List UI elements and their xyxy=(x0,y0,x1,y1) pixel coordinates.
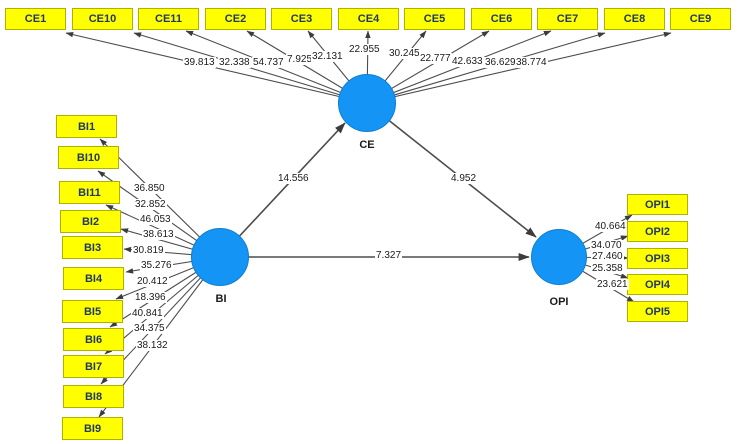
arrow-path-ce-opi[interactable] xyxy=(366,102,537,238)
construct-opi[interactable] xyxy=(531,229,587,285)
loading-value-ce4: 22.955 xyxy=(348,44,381,55)
loading-value-opi2: 34.070 xyxy=(590,240,623,251)
construct-bi[interactable] xyxy=(191,228,249,286)
loading-value-bi8: 34.375 xyxy=(133,323,166,334)
loading-value-bi4: 35.276 xyxy=(140,260,173,271)
loading-value-ce9: 38.774 xyxy=(515,57,548,68)
indicator-ce6[interactable]: CE6 xyxy=(471,8,532,30)
arrow-ce-ce8[interactable] xyxy=(366,32,606,104)
loading-value-bi6: 18.396 xyxy=(134,292,167,303)
construct-opi-label: OPI xyxy=(549,296,569,308)
indicator-bi1[interactable]: BI1 xyxy=(56,115,117,138)
construct-bi-label: BI xyxy=(215,293,227,305)
loading-value-bi11: 46.053 xyxy=(139,214,172,225)
indicator-ce8[interactable]: CE8 xyxy=(604,8,665,30)
loading-value-ce6: 22.777 xyxy=(419,53,452,64)
loading-value-bi2: 38.613 xyxy=(142,229,175,240)
loading-value-opi4: 25.358 xyxy=(591,263,624,274)
indicator-bi3[interactable]: BI3 xyxy=(62,236,123,259)
indicator-bi6[interactable]: BI6 xyxy=(63,328,124,351)
indicator-ce10[interactable]: CE10 xyxy=(72,8,133,30)
arrow-path-bi-ce[interactable] xyxy=(219,122,346,258)
loading-value-ce7: 42.633 xyxy=(451,56,484,67)
indicator-ce5[interactable]: CE5 xyxy=(404,8,465,30)
loading-value-ce11: 54.737 xyxy=(252,57,285,68)
loading-value-ce5: 30.245 xyxy=(388,48,421,59)
indicator-ce9[interactable]: CE9 xyxy=(670,8,731,30)
indicator-bi9[interactable]: BI9 xyxy=(62,417,123,440)
indicator-ce4[interactable]: CE4 xyxy=(338,8,399,30)
loading-value-ce2: 7.925 xyxy=(286,54,314,65)
path-value-bi-opi: 7.327 xyxy=(375,250,403,261)
indicator-bi10[interactable]: BI10 xyxy=(58,146,119,169)
indicator-bi5[interactable]: BI5 xyxy=(62,300,123,323)
indicator-bi4[interactable]: BI4 xyxy=(63,267,124,290)
indicator-ce11[interactable]: CE11 xyxy=(138,8,199,30)
path-value-bi-ce: 14.556 xyxy=(277,173,310,184)
indicator-bi11[interactable]: BI11 xyxy=(59,181,120,204)
arrow-ce-ce10[interactable] xyxy=(133,32,368,104)
indicator-ce2[interactable]: CE2 xyxy=(205,8,266,30)
loading-value-bi9: 38.132 xyxy=(136,340,169,351)
path-value-ce-opi: 4.952 xyxy=(450,173,478,184)
loading-value-bi3: 30.819 xyxy=(132,245,165,256)
indicator-opi5[interactable]: OPI5 xyxy=(627,301,688,322)
loading-value-opi3: 27.460 xyxy=(591,251,624,262)
indicator-bi2[interactable]: BI2 xyxy=(60,210,121,233)
indicator-opi4[interactable]: OPI4 xyxy=(627,274,688,295)
indicator-bi7[interactable]: BI7 xyxy=(63,355,124,378)
construct-ce[interactable] xyxy=(338,74,396,132)
indicator-opi2[interactable]: OPI2 xyxy=(627,221,688,242)
loading-value-bi5: 20.412 xyxy=(136,276,169,287)
arrow-ce-ce1[interactable] xyxy=(65,31,368,104)
arrow-ce-ce9[interactable] xyxy=(366,31,672,104)
arrow-ce-ce7[interactable] xyxy=(366,30,552,104)
loading-value-ce10: 32.338 xyxy=(218,57,251,68)
loading-value-bi7: 40.841 xyxy=(131,308,164,319)
loading-value-ce3: 32.131 xyxy=(311,51,344,62)
construct-ce-label: CE xyxy=(359,139,375,151)
indicator-opi1[interactable]: OPI1 xyxy=(627,194,688,215)
loading-value-ce1: 39.813 xyxy=(183,57,216,68)
indicator-ce3[interactable]: CE3 xyxy=(271,8,332,30)
loading-value-bi1: 36.850 xyxy=(133,183,166,194)
loading-value-ce8: 36.629 xyxy=(484,57,517,68)
loading-value-opi1: 40.664 xyxy=(594,221,627,232)
indicator-opi3[interactable]: OPI3 xyxy=(627,248,688,269)
loading-value-bi10: 32.852 xyxy=(134,199,167,210)
indicator-ce7[interactable]: CE7 xyxy=(537,8,598,30)
indicator-ce1[interactable]: CE1 xyxy=(5,8,66,30)
indicator-bi8[interactable]: BI8 xyxy=(63,385,124,408)
loading-value-opi5: 23.621 xyxy=(596,279,629,290)
